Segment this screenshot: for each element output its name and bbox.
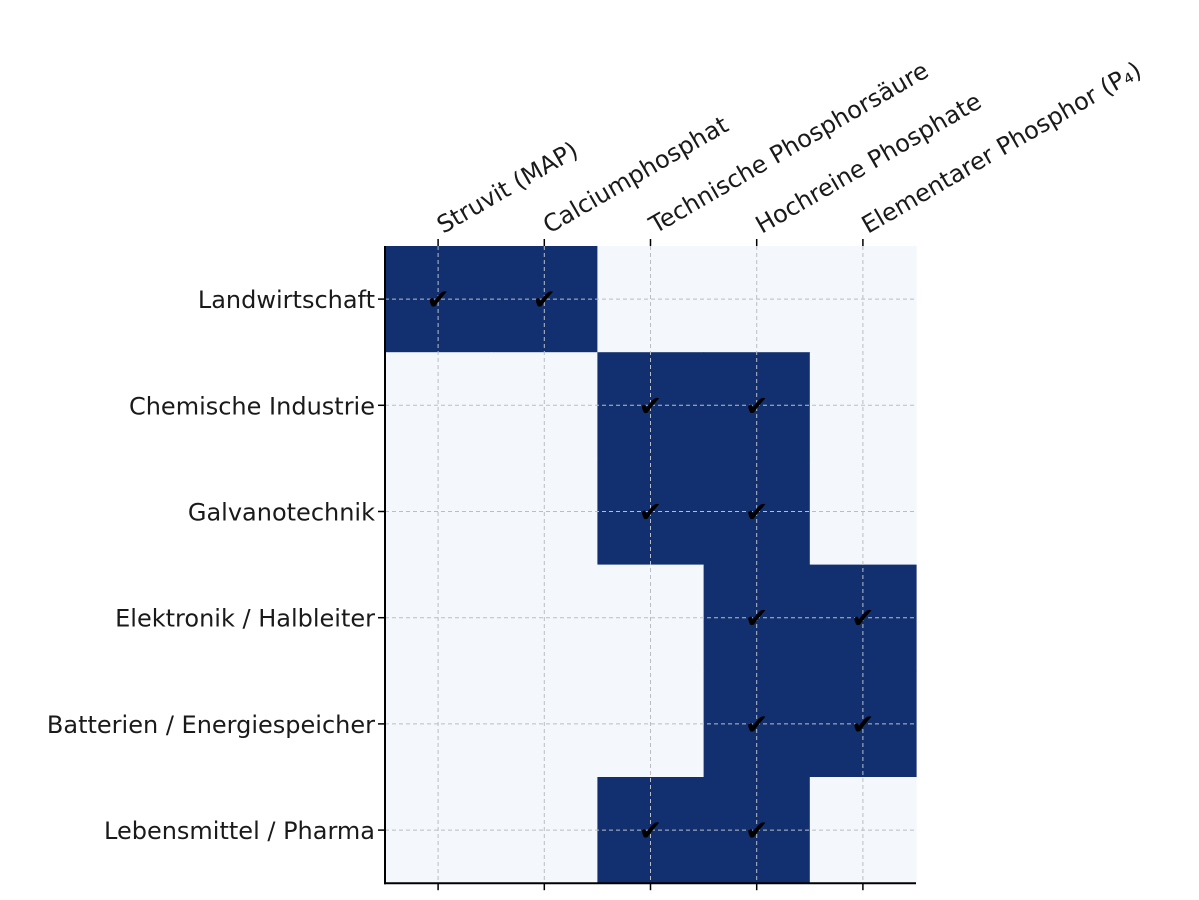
check-mark: ✔ — [426, 283, 449, 316]
check-mark: ✔ — [851, 602, 874, 635]
check-mark: ✔ — [639, 814, 662, 847]
check-mark: ✔ — [639, 496, 662, 529]
check-mark: ✔ — [851, 708, 874, 741]
check-mark: ✔ — [533, 283, 556, 316]
check-mark: ✔ — [745, 708, 768, 741]
check-mark: ✔ — [745, 602, 768, 635]
y-tick-label: Lebensmittel / Pharma — [104, 817, 375, 845]
heatmap-cell — [491, 352, 598, 459]
check-mark: ✔ — [639, 389, 662, 422]
check-marks: ✔ ✔ ✔ ✔ ✔ ✔ ✔ ✔ ✔ ✔ ✔ ✔ — [426, 283, 874, 847]
check-mark: ✔ — [745, 389, 768, 422]
check-mark: ✔ — [745, 496, 768, 529]
y-tick-label: Batterien / Energiespeicher — [47, 711, 375, 739]
y-tick-label: Landwirtschaft — [198, 286, 375, 314]
axes — [378, 239, 916, 891]
check-mark: ✔ — [745, 814, 768, 847]
y-tick-label: Elektronik / Halbleiter — [115, 605, 375, 633]
x-tick-label: Calciumphosphat — [538, 111, 733, 240]
y-tick-label: Chemische Industrie — [129, 392, 375, 420]
y-tick-label: Galvanotechnik — [188, 499, 375, 527]
grid-lines — [385, 246, 916, 884]
